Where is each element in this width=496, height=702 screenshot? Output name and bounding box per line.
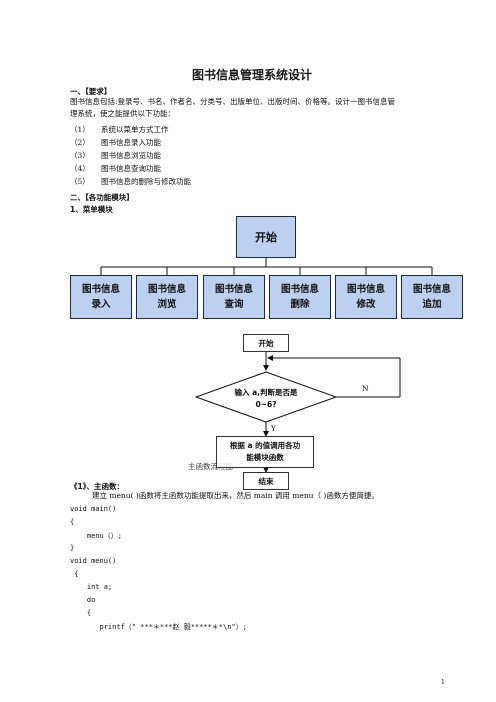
flow-end-box: 结束: [243, 472, 289, 490]
module-label-line2: 删除: [290, 299, 310, 310]
code-line: {: [70, 609, 92, 617]
list-item-text: 系统以菜单方式工作: [101, 125, 169, 134]
main-function-description: 建立 menu( )函数将主函数功能提取出来，然后 main 调用 menu（ …: [92, 491, 379, 500]
flow-decision-text: 输入 a,判断是否是 0~6?: [216, 387, 316, 411]
diagram-root-label: 开始: [255, 231, 277, 244]
list-item-number: （3）: [70, 151, 90, 160]
section-heading-main-function: 《1》、主函数：: [70, 482, 124, 491]
module-box-entry: 图书信息录入: [70, 275, 132, 319]
code-line: {: [70, 518, 75, 526]
flow-decision-line2: 0~6?: [255, 400, 277, 409]
page-title: 图书信息管理系统设计: [192, 68, 313, 82]
page-number: 1: [441, 679, 445, 686]
list-item-text: 图书信息的删除与修改功能: [101, 177, 191, 186]
paragraph-line-2: 理系统，使之能提供以下功能：: [70, 109, 175, 118]
code-line: }: [70, 544, 75, 552]
module-box-append: 图书信息追加: [401, 275, 463, 319]
flow-process-box: 根据 a 的值调用各功能模块函数: [216, 436, 314, 468]
module-label-line2: 浏览: [157, 299, 177, 310]
module-label-line2: 查询: [224, 299, 244, 310]
flow-no-label: N: [362, 384, 369, 393]
flow-process-line1: 根据 a 的值调用各功: [229, 441, 301, 450]
flowchart-caption: 主函数流程图: [188, 462, 233, 471]
module-label-line2: 修改: [356, 299, 376, 310]
module-label-line1: 图书信息: [280, 284, 319, 295]
flow-end-label: 结束: [258, 476, 274, 486]
list-item-number: （5）: [70, 177, 90, 186]
module-label-line1: 图书信息: [147, 284, 186, 295]
module-label-line1: 图书信息: [81, 284, 120, 295]
code-line: void menu(): [70, 557, 117, 565]
paragraph-line-1: 图书信息包括:登录号、书名、作者名、分类号、出版单位、出版时间、价格等。设计一图…: [70, 97, 396, 106]
code-line: {: [70, 570, 79, 578]
flow-start-box: 开始: [243, 334, 289, 352]
list-item-text: 图书信息录入功能: [101, 138, 161, 147]
code-line: do: [70, 596, 96, 604]
section-heading-requirements: 一、【要求】: [70, 87, 112, 96]
list-item-number: （4）: [70, 164, 90, 173]
section-heading-modules: 二、【各功能模块】: [70, 193, 134, 202]
module-label-line2: 追加: [422, 299, 442, 310]
flow-process-line2: 能模块函数: [246, 453, 284, 462]
diagram-root-box: 开始: [236, 216, 296, 258]
diagram-connectors: [100, 258, 433, 275]
flow-start-label: 开始: [258, 338, 274, 348]
module-box-delete: 图书信息删除: [269, 275, 331, 319]
code-line: menu（）;: [70, 532, 122, 540]
list-item-text: 图书信息查询功能: [101, 164, 161, 173]
subsection-heading-menu: 1、菜单模块: [70, 205, 113, 214]
flow-yes-label: Y: [271, 424, 276, 433]
module-box-browse: 图书信息浏览: [136, 275, 198, 319]
module-box-query: 图书信息查询: [203, 275, 265, 319]
module-box-modify: 图书信息修改: [335, 275, 397, 319]
module-label-line1: 图书信息: [346, 284, 385, 295]
code-line: void main(): [70, 505, 117, 513]
module-label-line1: 图书信息: [214, 284, 253, 295]
module-label-line1: 图书信息: [412, 284, 451, 295]
code-line: int a;: [70, 583, 113, 591]
code-line: printf（" ***＊***赵 毅*****＊*\n"）;: [70, 623, 247, 631]
list-item-number: （1）: [70, 125, 90, 134]
list-item-text: 图书信息浏览功能: [101, 151, 161, 160]
flow-decision-line1: 输入 a,判断是否是: [234, 388, 298, 397]
flowchart-shapes: [194, 352, 401, 473]
module-label-line2: 录入: [91, 299, 111, 310]
list-item-number: （2）: [70, 138, 90, 147]
